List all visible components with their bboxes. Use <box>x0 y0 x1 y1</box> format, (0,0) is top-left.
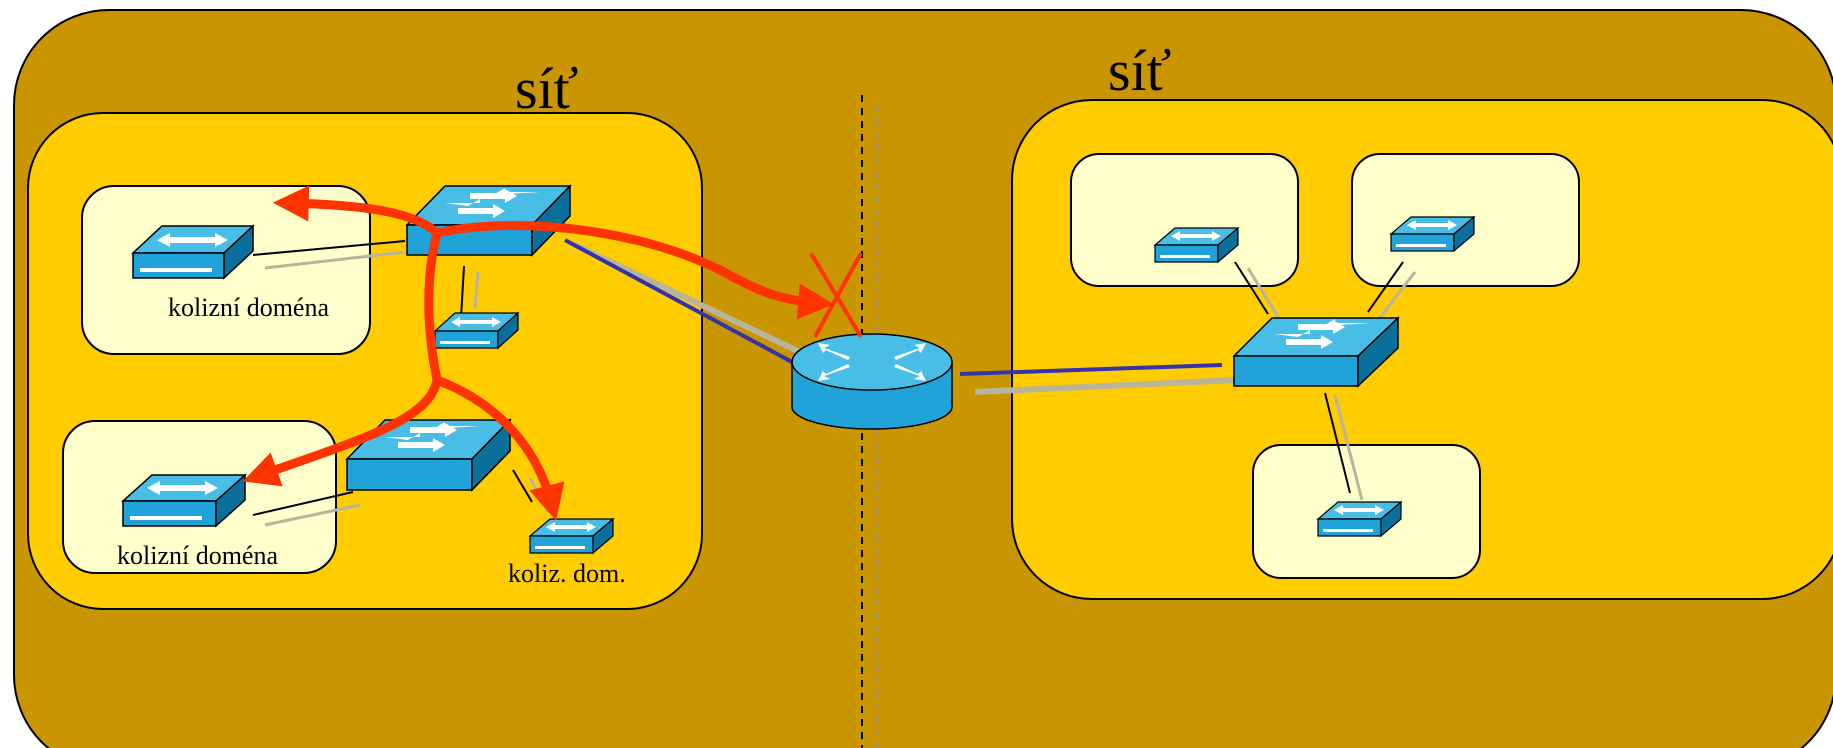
network-label-left: síť <box>515 56 578 121</box>
hub-right-1[interactable] <box>1153 226 1240 264</box>
hub-middle-left[interactable] <box>433 311 520 350</box>
collision-domain-label-bottom: kolizní doména <box>117 541 278 570</box>
broadcast-flows <box>242 185 835 521</box>
main-switch-left[interactable] <box>405 184 572 257</box>
lower-switch-left[interactable] <box>345 418 512 492</box>
flow-to-small-domain <box>432 375 565 521</box>
hub-small-left[interactable] <box>528 517 615 555</box>
flow-to-top-domain <box>272 185 442 238</box>
blocked-mark <box>810 253 862 337</box>
flow-to-bottom-domain <box>242 375 442 487</box>
router[interactable] <box>791 333 953 430</box>
hub-right-2[interactable] <box>1389 215 1476 253</box>
collision-domain-label-small: koliz. dom. <box>508 559 626 588</box>
collision-domain-right-1 <box>1070 153 1299 287</box>
switch-right[interactable] <box>1232 316 1400 388</box>
flow-down-trunk <box>424 228 442 385</box>
flow-to-router <box>432 220 835 320</box>
link-router-switch <box>959 363 1223 376</box>
collision-domain-label-top: kolizní doména <box>168 293 329 322</box>
links <box>252 240 1404 516</box>
hub-top-left[interactable] <box>131 224 255 280</box>
link-switch-router <box>564 238 793 364</box>
network-label-right: síť <box>1108 38 1171 103</box>
hub-right-3[interactable] <box>1316 500 1403 538</box>
hub-bottom-left[interactable] <box>121 473 247 528</box>
